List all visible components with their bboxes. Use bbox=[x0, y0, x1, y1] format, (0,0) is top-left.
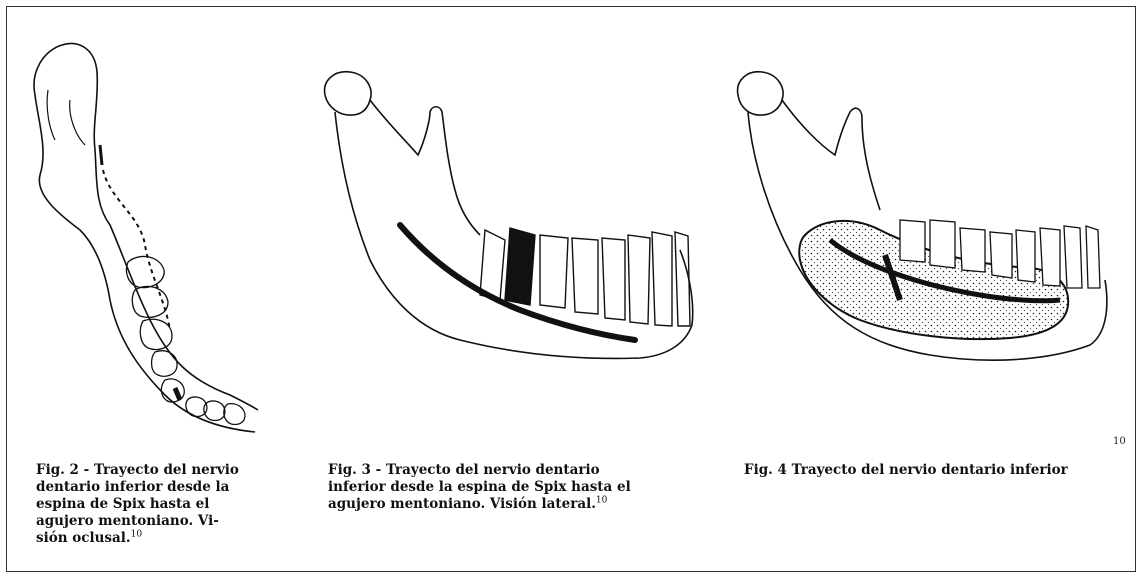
fig3-caption: Fig. 3 - Trayecto del nervio dentario in… bbox=[328, 462, 708, 513]
fig4-caption: Fig. 4 Trayecto del nervio dentario infe… bbox=[744, 462, 1124, 479]
fig2-mandible-occlusal-drawing bbox=[34, 44, 258, 432]
fig4-mandible-section-drawing bbox=[738, 72, 1107, 360]
fig2-line-3: espina de Spix hasta el bbox=[36, 496, 209, 512]
fig3-line-3: agujero mentoniano. Visión lateral. bbox=[328, 496, 596, 512]
fig2-line-4: agujero mentoniano. Vi- bbox=[36, 513, 219, 529]
fig3-line-2: inferior desde la espina de Spix hasta e… bbox=[328, 479, 631, 495]
fig3-ref: 10 bbox=[596, 496, 607, 506]
fig3-line-1: Trayecto del nervio dentario bbox=[386, 462, 600, 478]
fig2-line-1: Trayecto del nervio bbox=[94, 462, 239, 478]
fig2-label: Fig. 2 - bbox=[36, 462, 89, 478]
fig3-mandible-lateral-drawing bbox=[325, 72, 693, 359]
fig2-caption: Fig. 2 - Trayecto del nervio dentario in… bbox=[36, 462, 276, 547]
fig2-line-2: dentario inferior desde la bbox=[36, 479, 229, 495]
fig3-label: Fig. 3 - bbox=[328, 462, 381, 478]
fig4-label: Fig. 4 bbox=[744, 462, 787, 478]
fig2-ref: 10 bbox=[131, 530, 142, 540]
fig4-ref: 10 bbox=[1113, 436, 1126, 447]
fig2-line-5: sión oclusal. bbox=[36, 530, 131, 546]
fig4-line-1: Trayecto del nervio dentario inferior bbox=[792, 462, 1068, 478]
